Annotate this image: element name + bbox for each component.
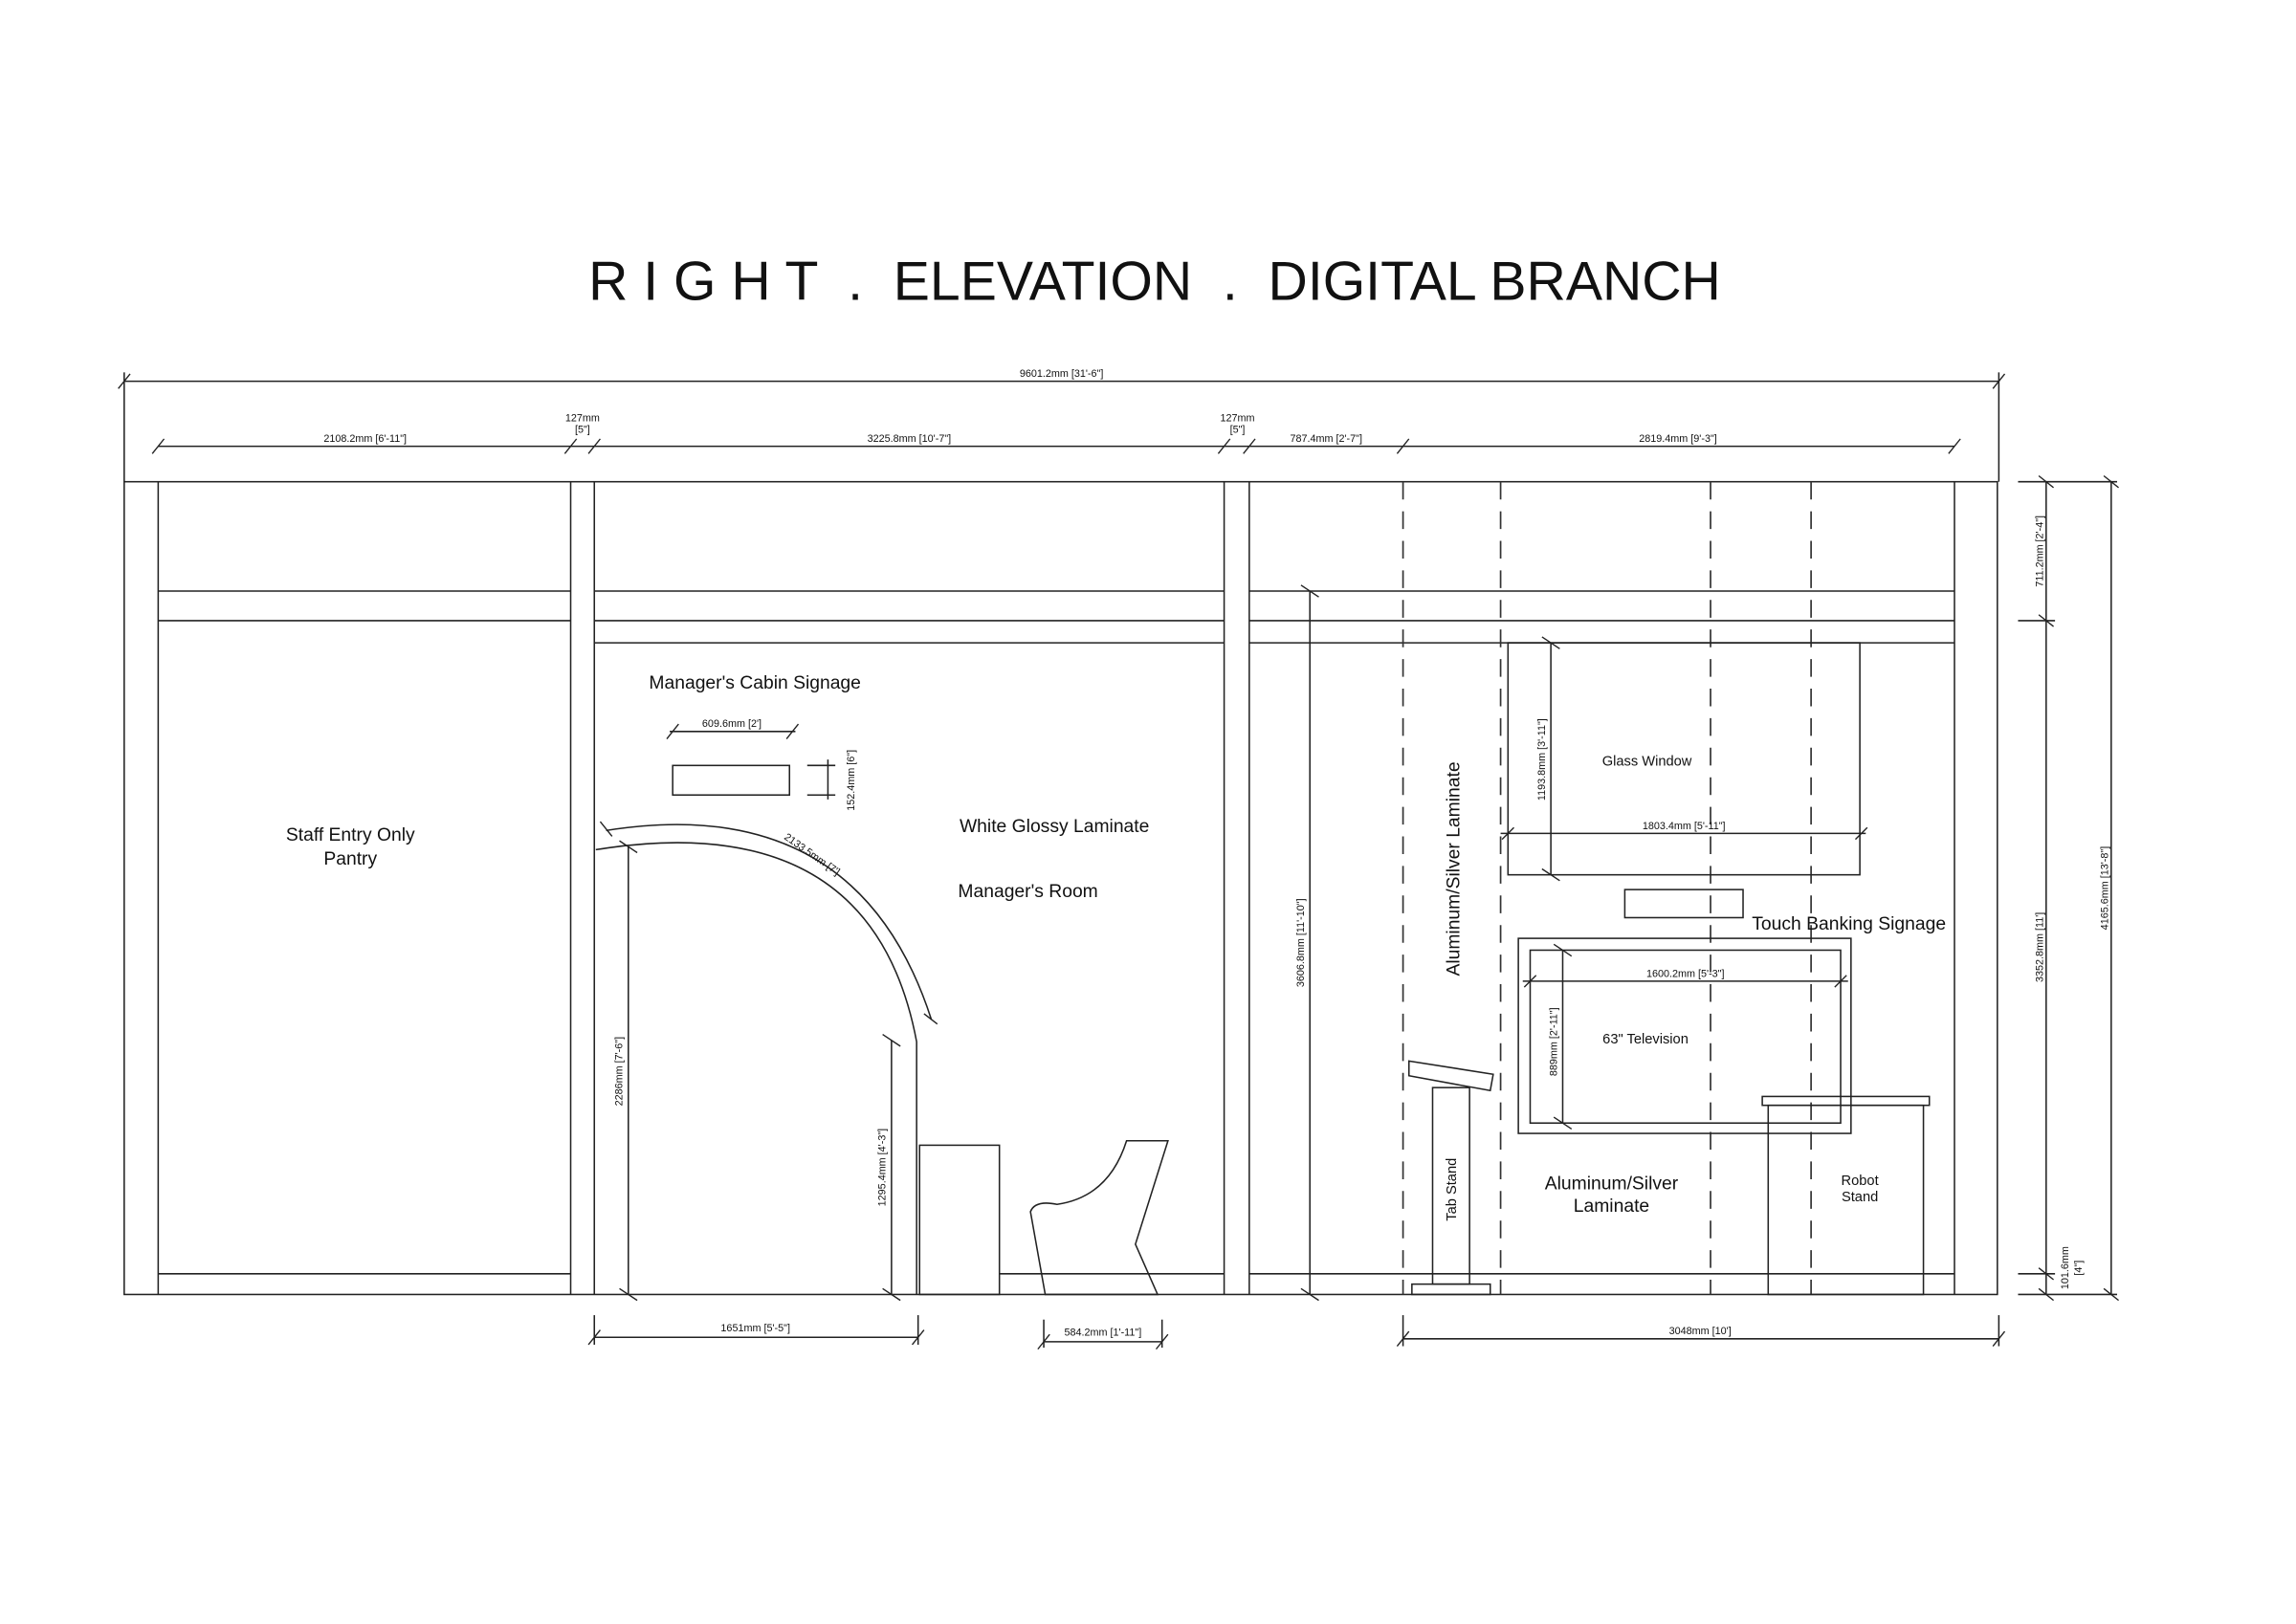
white-laminate-label: White Glossy Laminate bbox=[960, 817, 1149, 837]
alu-label-1: Aluminum/Silver bbox=[1545, 1174, 1679, 1195]
tab-stand bbox=[1407, 1060, 1494, 1296]
dashed-panel-lines bbox=[1402, 481, 1812, 1295]
robot-label-2: Stand bbox=[1842, 1190, 1878, 1205]
robot-stand bbox=[1761, 1095, 1931, 1296]
skirting-dim: 101.6mm bbox=[2060, 1246, 2071, 1289]
cabin-signage bbox=[672, 764, 791, 797]
right-section-dim: 2819.4mm [9'-3"] bbox=[1639, 433, 1717, 445]
alu-label-2: Laminate bbox=[1574, 1196, 1649, 1217]
top-band-dim: 711.2mm [2'-4"] bbox=[2035, 516, 2046, 587]
cabinet bbox=[918, 1144, 1001, 1296]
glass-window-label: Glass Window bbox=[1602, 754, 1692, 769]
post1-dim-in: [5"] bbox=[575, 425, 590, 436]
chair bbox=[1029, 1139, 1169, 1296]
glass-window bbox=[1507, 642, 1861, 876]
robot-label-1: Robot bbox=[1842, 1174, 1879, 1189]
signage-width-dim: 609.6mm [2'] bbox=[702, 718, 762, 730]
door-width-dim: 1651mm [5'-5"] bbox=[720, 1323, 790, 1334]
overall-height-dim: 4165.6mm [13'-8"] bbox=[2100, 846, 2111, 931]
wall-height-dim: 3352.8mm [11'] bbox=[2035, 912, 2046, 982]
cabin-signage-label: Manager's Cabin Signage bbox=[649, 673, 860, 693]
managers-room-label: Manager's Room bbox=[958, 882, 1097, 902]
arc-length-dim: 2133.5mm [7'] bbox=[782, 831, 842, 878]
top-dimensions: 9601.2mm [31'-6"] 2108.2mm [6'-11"] 127m… bbox=[118, 368, 2006, 482]
manager-width-dim: 3225.8mm [10'-7"] bbox=[868, 433, 952, 445]
door-height-dim: 2286mm [7'-6"] bbox=[614, 1037, 626, 1107]
skirting-dim-in: [4"] bbox=[2073, 1261, 2085, 1276]
glass-height-dim: 1193.8mm [3'-11"] bbox=[1536, 718, 1548, 801]
post2-dim: 127mm bbox=[1220, 412, 1254, 424]
right-dimensions: 711.2mm [2'-4"] 3352.8mm [11'] 4165.6mm … bbox=[2018, 474, 2119, 1302]
signage-height-dim: 152.4mm [6"] bbox=[846, 750, 857, 811]
door-arc-dimension bbox=[606, 823, 933, 1020]
tab-stand-label: Tab Stand bbox=[1445, 1158, 1460, 1221]
pantry-label-1: Staff Entry Only bbox=[286, 825, 415, 845]
drawing-title: R I G H T . ELEVATION . DIGITAL BRANCH bbox=[588, 252, 1721, 313]
pantry-label-2: Pantry bbox=[323, 849, 377, 869]
post2-dim-in: [5"] bbox=[1230, 425, 1246, 436]
left-section-dim: 787.4mm [2'-7"] bbox=[1290, 433, 1362, 445]
partition-height-dim: 1295.4mm [4'-3"] bbox=[877, 1129, 889, 1207]
touch-signage-label: Touch Banking Signage bbox=[1752, 914, 1946, 934]
chair-width-dim: 584.2mm [1'-11"] bbox=[1065, 1328, 1142, 1339]
inner-height-dim: 3606.8mm [11'-10"] bbox=[1295, 898, 1307, 987]
alu-vertical-label: Aluminum/Silver Laminate bbox=[1444, 761, 1464, 976]
tv-frame bbox=[1517, 937, 1852, 1134]
television-label: 63" Television bbox=[1602, 1032, 1689, 1047]
right-bottom-dim: 3048mm [10'] bbox=[1669, 1326, 1732, 1337]
wall-frame bbox=[123, 480, 1998, 1296]
tv-height-dim: 889mm [2'-11"] bbox=[1548, 1007, 1559, 1076]
overall-width-dim: 9601.2mm [31'-6"] bbox=[1020, 368, 1104, 380]
door-arch bbox=[595, 842, 917, 1295]
television bbox=[1529, 949, 1842, 1125]
pantry-width-dim: 2108.2mm [6'-11"] bbox=[323, 433, 407, 445]
touch-banking-signage bbox=[1623, 889, 1744, 919]
tv-width-dim: 1600.2mm [5'-3"] bbox=[1646, 968, 1725, 979]
glass-width-dim: 1803.4mm [5'-11"] bbox=[1643, 821, 1726, 832]
post1-dim: 127mm bbox=[565, 412, 600, 424]
